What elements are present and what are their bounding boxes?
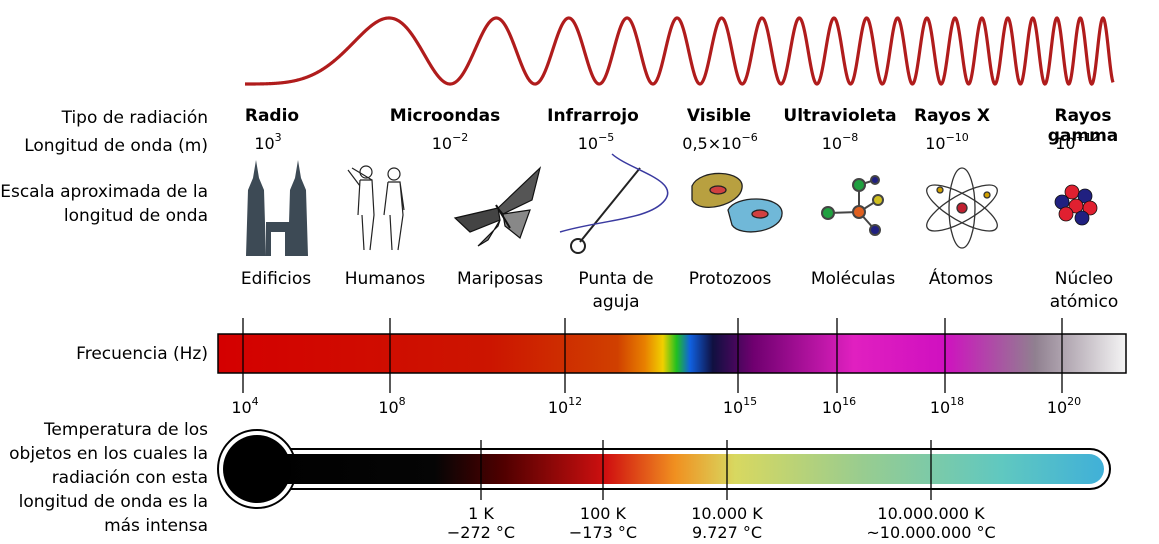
humans-icon xyxy=(347,165,405,251)
row-label-frequency: Frecuencia (Hz) xyxy=(76,344,208,364)
row-label-scale: Escala aproximada de la longitud de onda xyxy=(0,182,208,226)
frequency-tick-label: 1020 xyxy=(1046,395,1082,417)
thermometer xyxy=(217,429,1111,509)
type-infrared: Infrarrojo xyxy=(547,106,639,126)
type-visible: Visible xyxy=(686,106,752,126)
wavelength-microwave: 10−2 xyxy=(431,131,469,153)
molecule-icon xyxy=(821,175,884,236)
wave-line xyxy=(245,16,1115,86)
frequency-tick-label: 104 xyxy=(231,395,259,417)
row-label-wavelength: Longitud de onda (m) xyxy=(24,136,208,156)
wavelength-visible: 0,5×10−6 xyxy=(682,131,758,153)
frequency-tick-label: 1018 xyxy=(929,395,965,417)
object-atomic-nucleus: Núcleo atómico xyxy=(1049,269,1119,312)
butterfly-icon xyxy=(453,166,542,247)
frequency-tick-label: 1015 xyxy=(722,395,758,417)
wavelength-ultraviolet: 10−8 xyxy=(821,131,859,153)
object-atoms: Átomos xyxy=(928,269,994,289)
frequency-tick-label: 1016 xyxy=(821,395,857,417)
frequency-tick-label: 1012 xyxy=(547,395,583,417)
protozoa-icon xyxy=(691,172,783,233)
temperature-tick-label: 10.000.000 K~10.000.000 °C xyxy=(866,504,996,542)
type-radio: Radio xyxy=(244,106,300,126)
frequency-tick-label: 108 xyxy=(378,395,406,417)
type-microwave: Microondas xyxy=(389,106,501,126)
type-gamma: Rayos gamma xyxy=(1047,106,1119,146)
frequency-tick-lines xyxy=(242,318,1063,393)
type-ultraviolet: Ultravioleta xyxy=(783,106,897,126)
wavelength-xray: 10−10 xyxy=(925,131,969,153)
object-buildings: Edificios xyxy=(240,269,312,289)
nucleus-icon xyxy=(1054,184,1098,226)
temperature-tick-lines xyxy=(480,440,932,500)
type-xray: Rayos X xyxy=(914,106,990,126)
object-butterflies: Mariposas xyxy=(456,269,544,289)
atom-icon xyxy=(926,167,998,249)
wavelength-radio: 103 xyxy=(254,131,282,153)
object-needle-tip: Punta de aguja xyxy=(578,269,654,312)
needle-icon xyxy=(559,153,669,254)
object-humans: Humanos xyxy=(344,269,426,289)
object-protozoa: Protozoos xyxy=(688,269,772,289)
wavelength-gamma: 10−12 xyxy=(1055,131,1099,153)
frequency-spectrum-bar xyxy=(217,333,1127,374)
row-label-type: Tipo de radiación xyxy=(61,108,208,128)
buildings-icon xyxy=(246,160,308,256)
wavelength-infrared: 10−5 xyxy=(577,131,615,153)
row-label-temperature: Temperatura de los objetos en los cuales… xyxy=(9,420,208,536)
temperature-tick-label: 100 K−173 °C xyxy=(568,504,638,542)
object-molecules: Moléculas xyxy=(810,269,896,289)
temperature-tick-label: 1 K−272 °C xyxy=(446,504,516,542)
